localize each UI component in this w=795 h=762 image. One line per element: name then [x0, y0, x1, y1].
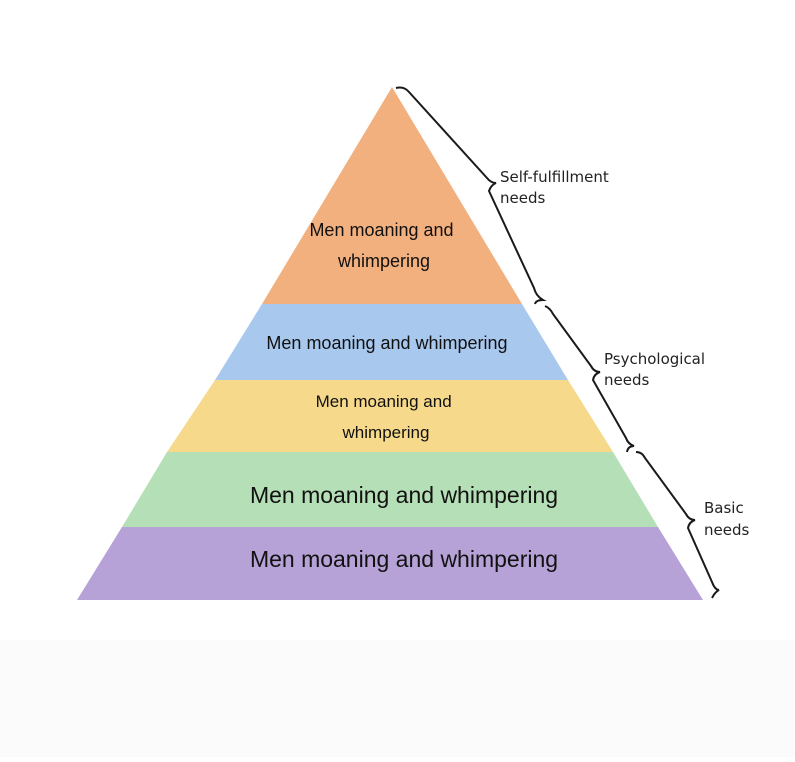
- tier-5-label-line-1: Men moaning and whimpering: [250, 546, 558, 572]
- tier-2-label: Men moaning and whimpering: [266, 333, 507, 353]
- group-self-fulfillment-line-2: needs: [500, 189, 545, 207]
- group-basic-label: Basic needs: [704, 499, 749, 539]
- brace-basic: [635, 451, 720, 599]
- tier-5-shape: [77, 527, 703, 600]
- tier-5-label: Men moaning and whimpering: [250, 546, 558, 572]
- group-self-fulfillment-label: Self-fulfillment needs: [500, 168, 614, 207]
- tier-4-shape: [122, 452, 658, 527]
- tier-1-label: Men moaning and whimpering: [309, 220, 458, 271]
- tier-4-label: Men moaning and whimpering: [250, 482, 558, 508]
- tier-2-label-line-1: Men moaning and whimpering: [266, 333, 507, 353]
- group-psychological-line-2: needs: [604, 371, 649, 389]
- tier-3-label-line-1: Men moaning and: [316, 392, 452, 411]
- group-psychological-label: Psychological needs: [604, 350, 710, 389]
- bottom-band: [0, 640, 795, 757]
- group-basic-line-2: needs: [704, 521, 749, 539]
- group-basic-line-1: Basic: [704, 499, 744, 517]
- brace-self-fulfillment: [395, 86, 547, 305]
- tier-1-label-line-1: Men moaning and: [309, 220, 453, 240]
- tier-3-label: Men moaning and whimpering: [316, 392, 457, 442]
- tier-1-shape: [262, 87, 522, 304]
- tier-2-shape: [215, 304, 568, 380]
- group-psychological-line-1: Psychological: [604, 350, 705, 368]
- group-self-fulfillment-line-1: Self-fulfillment: [500, 168, 609, 186]
- tier-4-label-line-1: Men moaning and whimpering: [250, 482, 558, 508]
- tier-3-label-line-2: whimpering: [342, 423, 430, 442]
- tier-1-label-line-2: whimpering: [337, 251, 430, 271]
- brace-psychological: [544, 305, 635, 453]
- tier-3-shape: [167, 380, 613, 452]
